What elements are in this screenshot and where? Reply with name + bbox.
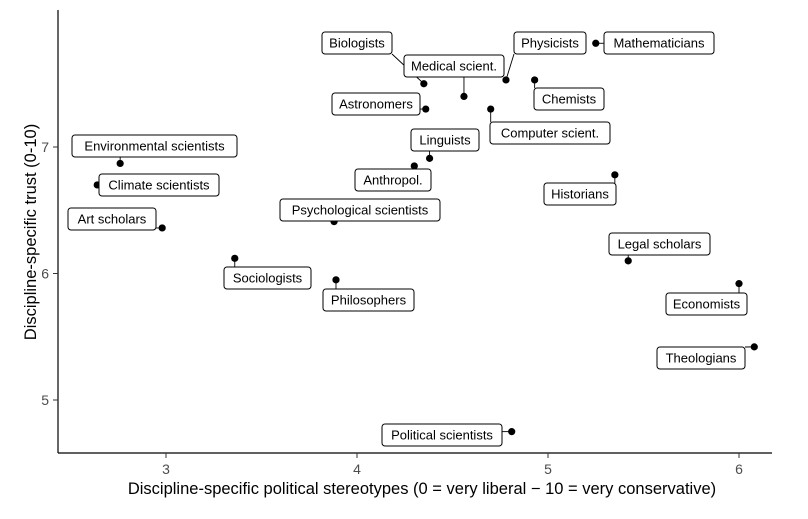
label-text: Theologians xyxy=(666,351,737,366)
label-text: Astronomers xyxy=(339,97,413,112)
point-chemists xyxy=(531,76,539,84)
label-text: Philosophers xyxy=(331,293,407,308)
label-box xyxy=(322,288,415,312)
label-text: Sociologists xyxy=(233,271,303,286)
label-text: Environmental scientists xyxy=(84,139,225,154)
label-text: Economists xyxy=(673,297,741,312)
label-psychological-scientists: Psychological scientists xyxy=(279,198,441,222)
y-axis-title: Discipline-specific trust (0-10) xyxy=(22,124,40,340)
label-box xyxy=(98,173,220,197)
label-box xyxy=(665,292,748,316)
y-tick-label: 7 xyxy=(41,139,49,155)
label-text: Physicists xyxy=(521,36,579,51)
label-box xyxy=(331,92,421,116)
point-mathematicians xyxy=(592,39,600,47)
label-text: Linguists xyxy=(419,133,471,148)
label-environmental-scientists: Environmental scientists xyxy=(71,134,238,158)
label-text: Political scientists xyxy=(391,428,493,443)
label-historians: Historians xyxy=(543,182,617,206)
x-tick-label: 5 xyxy=(544,461,552,477)
point-environmental-scientists xyxy=(116,159,124,168)
point-astronomers xyxy=(422,105,430,113)
label-medical-scient: Medical scient. xyxy=(403,54,505,78)
label-box xyxy=(603,31,715,55)
label-text: Computer scient. xyxy=(501,126,599,141)
label-box xyxy=(321,31,393,55)
label-political-scientists: Political scientists xyxy=(381,423,503,447)
y-tick-label: 6 xyxy=(41,266,49,282)
label-box xyxy=(608,232,711,256)
label-box xyxy=(354,168,432,192)
point-economists xyxy=(735,280,743,288)
label-physicists: Physicists xyxy=(513,31,587,55)
label-philosophers: Philosophers xyxy=(322,288,415,312)
y-ticks: 5 6 7 xyxy=(41,139,58,408)
label-climate-scientists: Climate scientists xyxy=(98,173,220,197)
label-text: Medical scient. xyxy=(411,59,497,74)
label-text: Biologists xyxy=(329,36,385,51)
label-text: Art scholars xyxy=(78,212,147,227)
point-theologians xyxy=(750,343,758,351)
label-box xyxy=(403,54,505,78)
label-sociologists: Sociologists xyxy=(223,266,312,290)
y-tick-label: 5 xyxy=(41,392,49,408)
label-text: Climate scientists xyxy=(108,178,210,193)
label-linguists: Linguists xyxy=(410,128,480,152)
label-box xyxy=(489,121,611,145)
point-political-scientists xyxy=(508,428,516,436)
data-points xyxy=(93,39,758,436)
label-text: Legal scholars xyxy=(618,237,702,252)
label-biologists: Biologists xyxy=(321,31,393,55)
label-astronomers: Astronomers xyxy=(331,92,421,116)
point-physicists xyxy=(502,76,510,84)
point-anthropol xyxy=(410,162,418,170)
label-text: Chemists xyxy=(542,92,597,107)
point-biologists xyxy=(420,80,428,88)
leader-line xyxy=(505,53,515,81)
label-text: Psychological scientists xyxy=(292,203,429,218)
point-art-scholars xyxy=(158,224,166,232)
x-tick-label: 3 xyxy=(162,461,170,477)
label-computer-scient: Computer scient. xyxy=(489,121,611,145)
label-art-scholars: Art scholars xyxy=(67,207,157,231)
x-axis-title: Discipline-specific political stereotype… xyxy=(128,480,716,498)
label-box xyxy=(67,207,157,231)
point-medical-scient xyxy=(460,92,468,100)
label-box xyxy=(410,128,480,152)
label-text: Anthropol. xyxy=(363,173,422,188)
x-ticks: 3 4 5 6 xyxy=(162,453,743,477)
label-box xyxy=(543,182,617,206)
label-legal-scholars: Legal scholars xyxy=(608,232,711,256)
label-box xyxy=(533,87,605,111)
point-legal-scholars xyxy=(624,257,632,265)
axes: 3 4 5 6 5 6 7 xyxy=(41,10,772,477)
label-theologians: Theologians xyxy=(656,346,746,370)
point-philosophers xyxy=(332,276,340,284)
point-computer-scient xyxy=(487,105,495,113)
label-box xyxy=(279,198,441,222)
point-historians xyxy=(611,171,619,179)
label-box xyxy=(223,266,312,290)
label-box xyxy=(381,423,503,447)
label-economists: Economists xyxy=(665,292,748,316)
label-anthropol: Anthropol. xyxy=(354,168,432,192)
label-mathematicians: Mathematicians xyxy=(603,31,715,55)
point-labels: Biologists Physicists MathematiciansMedica… xyxy=(67,31,748,447)
label-text: Mathematicians xyxy=(613,36,705,51)
x-tick-label: 4 xyxy=(353,461,361,477)
point-linguists xyxy=(425,154,434,162)
point-sociologists xyxy=(231,254,239,262)
label-chemists: Chemists xyxy=(533,87,605,111)
label-box xyxy=(513,31,587,55)
label-text: Historians xyxy=(551,187,609,202)
label-box xyxy=(656,346,746,370)
label-box xyxy=(71,134,238,158)
x-tick-label: 6 xyxy=(735,461,743,477)
